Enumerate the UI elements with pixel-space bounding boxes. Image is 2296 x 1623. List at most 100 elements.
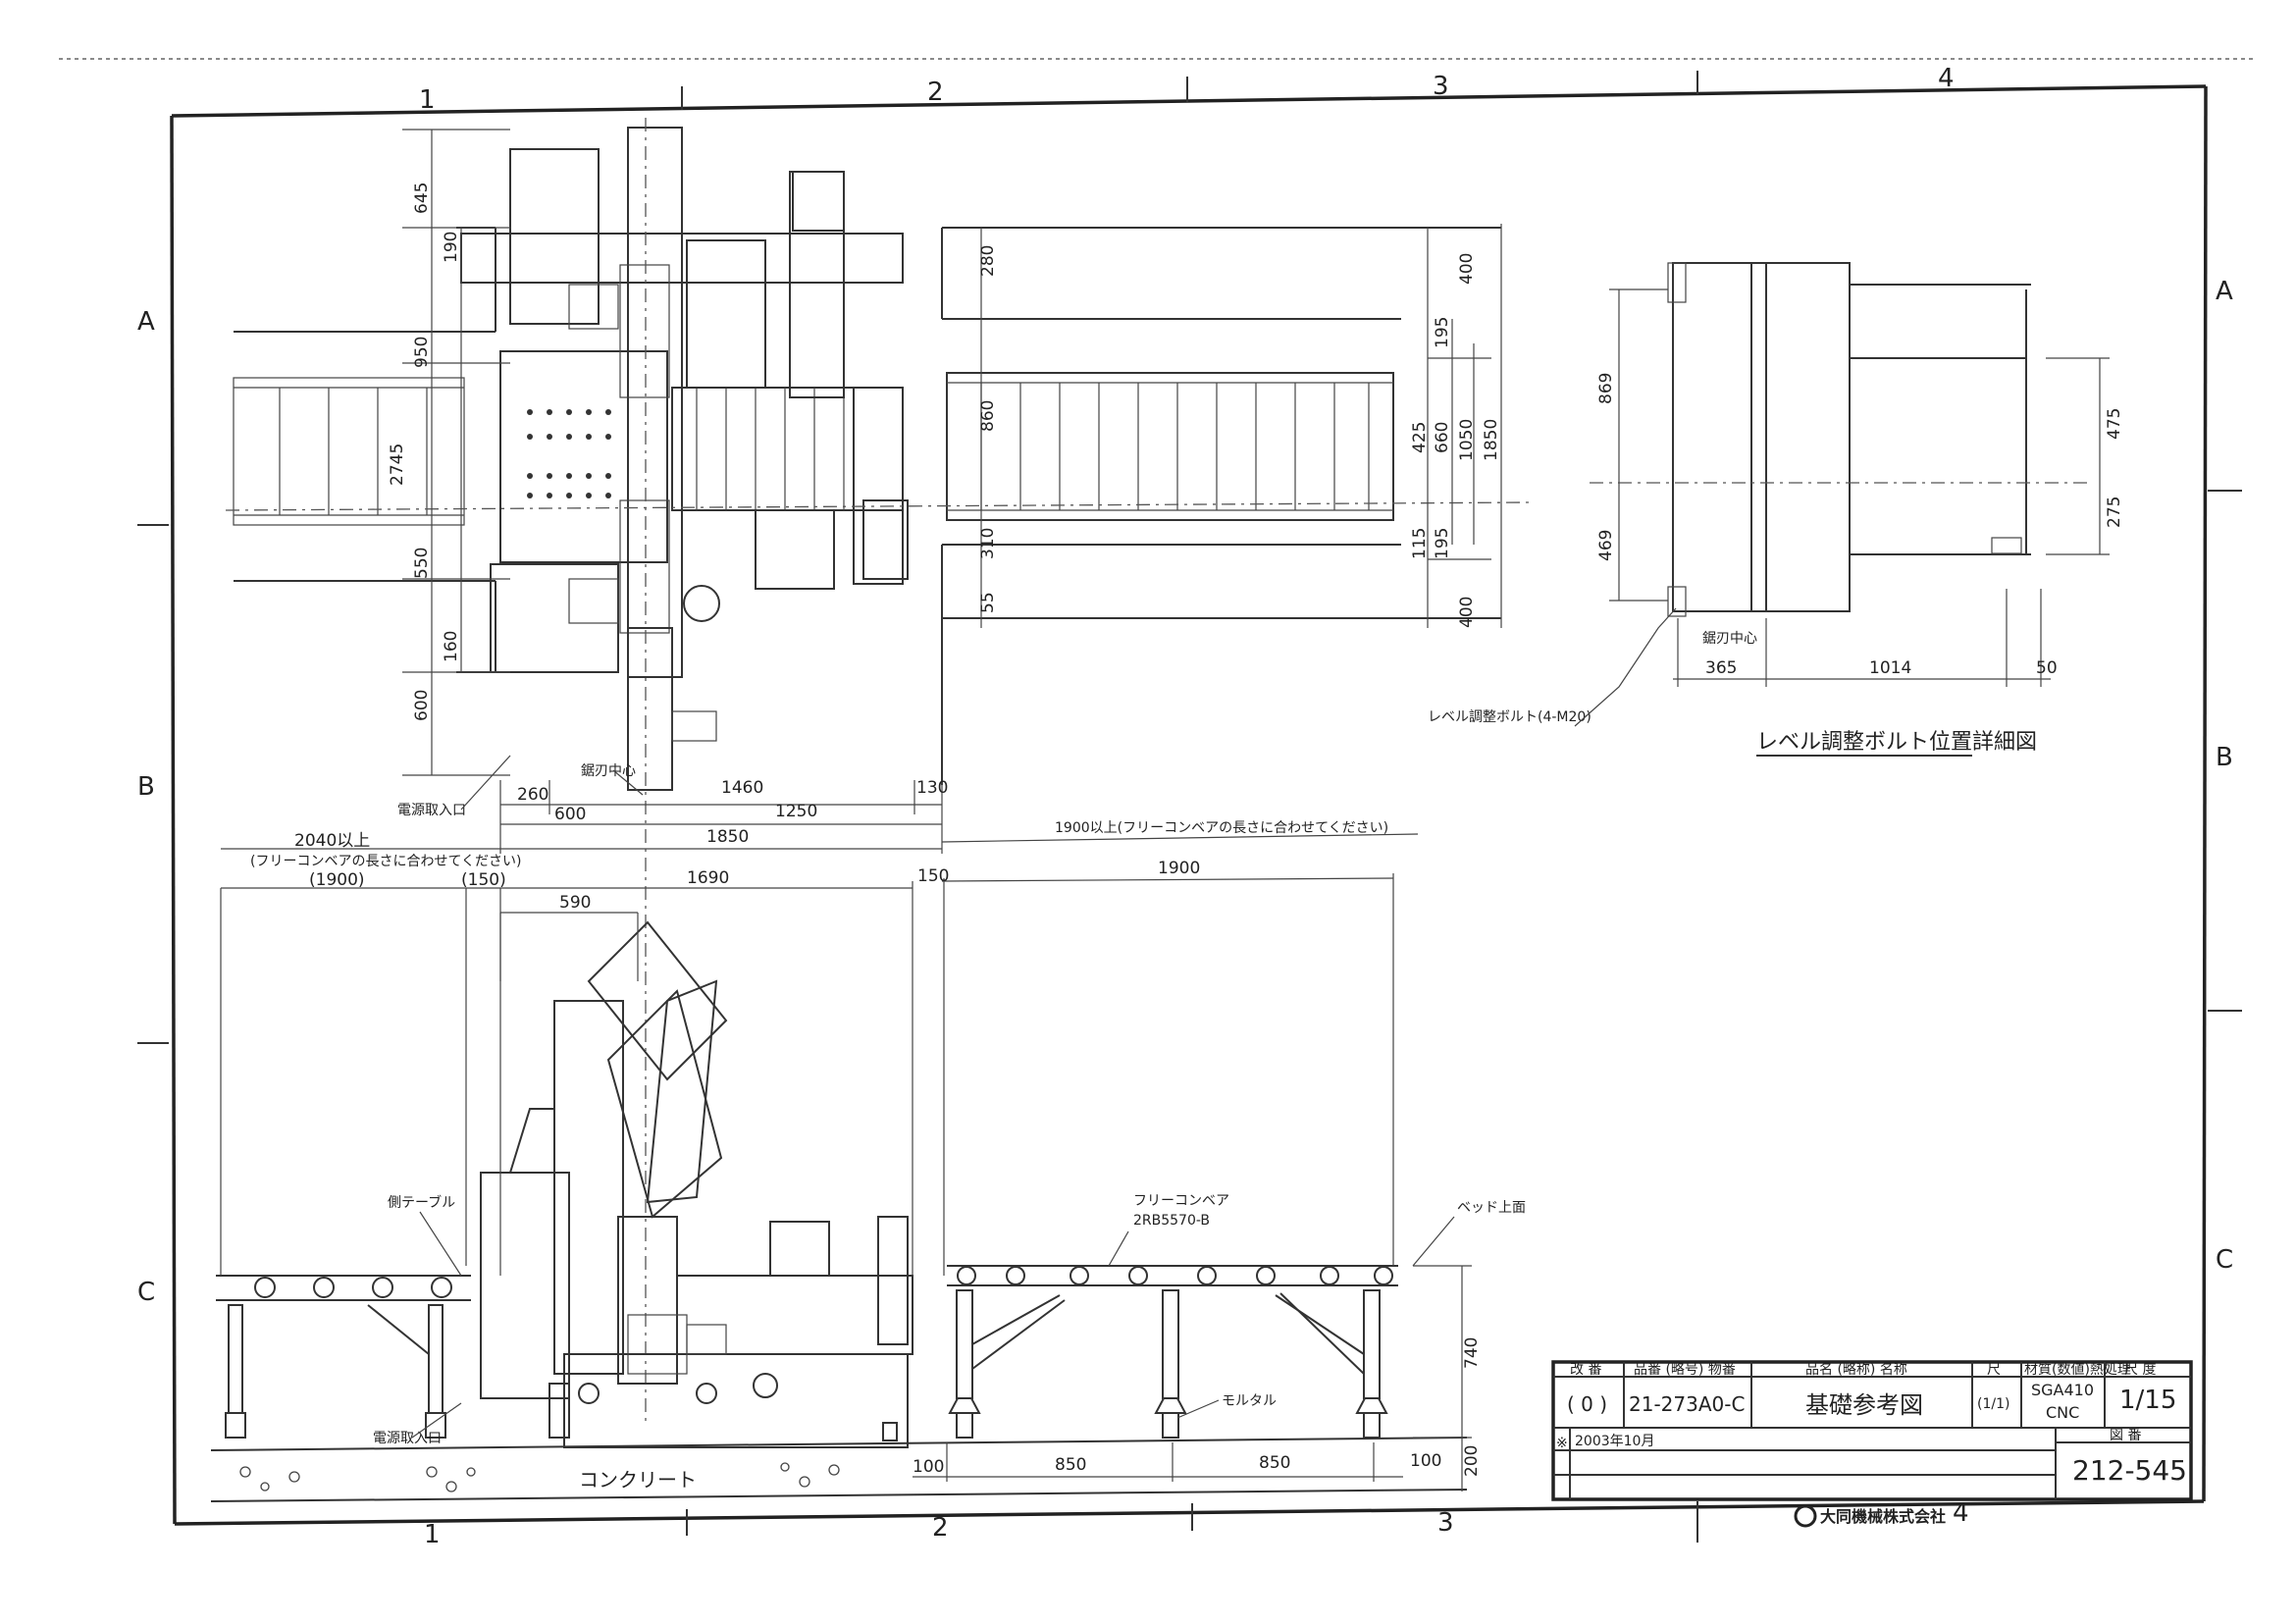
head-scale: 尺 度 (2124, 1362, 2156, 1378)
detail-dim-275: 275 (2105, 497, 2124, 528)
company-name: 大同機械株式会社 (1820, 1507, 1946, 1526)
plan-centerline-horizontal (225, 501, 1532, 511)
dim-150: 150 (917, 866, 949, 886)
dim-590: 590 (559, 893, 591, 913)
dim-400-top: 400 (1457, 253, 1477, 285)
detail-dim-475: 475 (2105, 408, 2124, 440)
dim-160: 160 (442, 631, 461, 662)
concrete-floor (210, 1437, 1468, 1502)
dim-850-a: 850 (1055, 1455, 1086, 1475)
dim-1900-paren: (1900) (309, 870, 365, 890)
title-block: 改 番 品番 (略号) 物番 品名 (略称) 名称 尺 材質(数値)熱処理 尺 … (1551, 1360, 2193, 1501)
dim-280: 280 (978, 245, 998, 277)
scale-value: 1/15 (2119, 1386, 2176, 1415)
revision-value: ( 0 ) (1567, 1392, 1607, 1416)
detail-dim-365: 365 (1705, 658, 1737, 678)
dim-860: 860 (978, 400, 998, 432)
detail-title: レベル調整ボルト位置詳細図 (1756, 730, 2037, 755)
dim-950: 950 (412, 337, 432, 368)
dim-1900-min-note: 1900以上(フリーコンベアの長さに合わせてください) (1055, 820, 1388, 836)
plan-machine-body (460, 127, 909, 791)
power-inlet-label-plan: 電源取入口 (397, 803, 466, 818)
material-line-1: SGA410 (2031, 1381, 2094, 1399)
material-line-2: CNC (2046, 1403, 2079, 1422)
dim-1900: 1900 (1158, 859, 1200, 878)
side-table-label: 側テーブル (388, 1194, 455, 1211)
plan-foundation-outline (456, 227, 1501, 785)
drawing-number-value: 212-545 (2072, 1454, 2187, 1487)
dim-1850-horizontal: 1850 (706, 827, 749, 847)
plan-outfeed-conveyor (946, 372, 1394, 521)
detail-dim-50: 50 (2036, 658, 2058, 678)
dim-310: 310 (978, 528, 998, 559)
dim-645: 645 (412, 183, 432, 214)
zone-top-1: 1 (419, 85, 436, 115)
quantity-value: (1/1) (1977, 1396, 2009, 1412)
elevation-view: (1900) (150) 1690 150 1900 590 100 850 8… (210, 859, 1526, 1502)
level-bolt-note: レベル調整ボルト(4-M20) (1428, 709, 1592, 725)
detail-dim-1014: 1014 (1869, 658, 1911, 678)
zone-left-b: B (137, 772, 155, 802)
detail-dim-869: 869 (1596, 373, 1616, 404)
detail-cut-center-label: 鋸刃中心 (1702, 631, 1757, 647)
issue-date: 2003年10月 (1575, 1434, 1654, 1449)
dim-190: 190 (442, 232, 461, 263)
detail-view: 869 469 475 275 365 1014 50 鋸刃中心 レベル調整ボル… (1428, 262, 2124, 757)
dim-1250: 1250 (775, 802, 817, 821)
head-drawing-number: 図 番 (2110, 1428, 2141, 1443)
zone-labels: 1 2 3 4 1 2 3 4 A B C A B C (137, 64, 2233, 1549)
dim-195-bottom: 195 (1433, 528, 1452, 559)
company-mark: 大同機械株式会社 (1794, 1504, 1946, 1528)
head-part-number: 品番 (略号) 物番 (1634, 1362, 1736, 1378)
zone-top-3: 3 (1433, 72, 1449, 101)
drawing-frame (59, 58, 2257, 1543)
dim-600-vertical: 600 (412, 690, 432, 721)
plan-dot-grid (527, 409, 611, 498)
zone-right-b: B (2216, 743, 2233, 772)
dim-55: 55 (978, 592, 998, 613)
elevation-infeed-conveyor (216, 1275, 471, 1439)
dim-115: 115 (1410, 528, 1430, 559)
dim-660: 660 (1433, 422, 1452, 453)
free-conveyor-label: フリーコンベア (1133, 1193, 1229, 1209)
zone-left-c: C (137, 1278, 155, 1307)
plan-dimension-lines (221, 129, 1502, 914)
zone-bottom-1: 1 (424, 1520, 441, 1549)
dim-425: 425 (1410, 422, 1430, 453)
drawing-name-value: 基礎参考図 (1805, 1391, 1923, 1419)
power-inlet-label-elevation: 電源取入口 (373, 1431, 442, 1446)
zone-bottom-3: 3 (1437, 1508, 1454, 1538)
dim-1460: 1460 (721, 778, 763, 798)
elevation-dimension-texts: (1900) (150) 1690 150 1900 590 100 850 8… (309, 859, 1526, 1492)
head-revision: 改 番 (1570, 1362, 1601, 1378)
zone-left-a: A (137, 307, 155, 337)
dim-1690: 1690 (687, 868, 729, 888)
dim-550: 550 (412, 548, 432, 579)
zone-bottom-4: 4 (1953, 1498, 1969, 1528)
dim-150-paren: (150) (461, 870, 506, 890)
dim-100-right: 100 (1410, 1451, 1441, 1471)
elevation-dimension-lines (220, 873, 1472, 1492)
dim-100-left: 100 (913, 1457, 944, 1477)
note-mark: ※ (1556, 1436, 1568, 1451)
head-material: 材質(数値)熱処理 (2024, 1362, 2131, 1378)
zone-top-4: 4 (1938, 64, 1955, 93)
zone-bottom-2: 2 (932, 1513, 949, 1543)
bed-top-label: ベッド上面 (1457, 1200, 1526, 1216)
part-number-value: 21-273A0-C (1629, 1392, 1745, 1416)
detail-dim-469: 469 (1596, 530, 1616, 561)
dim-850-b: 850 (1259, 1453, 1290, 1473)
conveyor-model-label: 2RB5570-B (1133, 1213, 1210, 1229)
plan-view: 645 190 950 2745 550 160 600 280 860 310… (221, 118, 1532, 1423)
cut-center-label-plan: 鋸刃中心 (581, 763, 636, 779)
elevation-free-conveyor (947, 1265, 1398, 1439)
dim-130: 130 (916, 778, 948, 798)
head-quantity: 尺 (1987, 1362, 2001, 1378)
plan-dimension-texts: 645 190 950 2745 550 160 600 280 860 310… (250, 183, 1501, 869)
concrete-label: コンクリート (579, 1468, 697, 1492)
dim-260: 260 (517, 785, 548, 805)
dim-195-top: 195 (1433, 317, 1452, 348)
dim-1850-vertical: 1850 (1482, 419, 1501, 461)
mortar-label: モルタル (1222, 1393, 1277, 1409)
